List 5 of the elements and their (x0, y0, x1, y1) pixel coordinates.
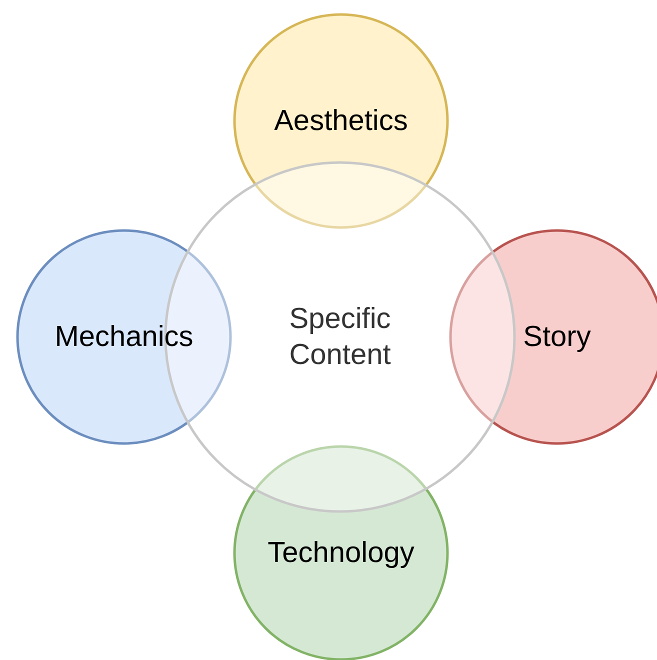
circle-label: Story (522, 320, 592, 355)
circle-label: Specific Content (288, 302, 392, 373)
circle-label: Mechanics (54, 320, 194, 355)
circle-label: Aesthetics (273, 104, 409, 139)
circle-label: Technology (266, 536, 416, 571)
